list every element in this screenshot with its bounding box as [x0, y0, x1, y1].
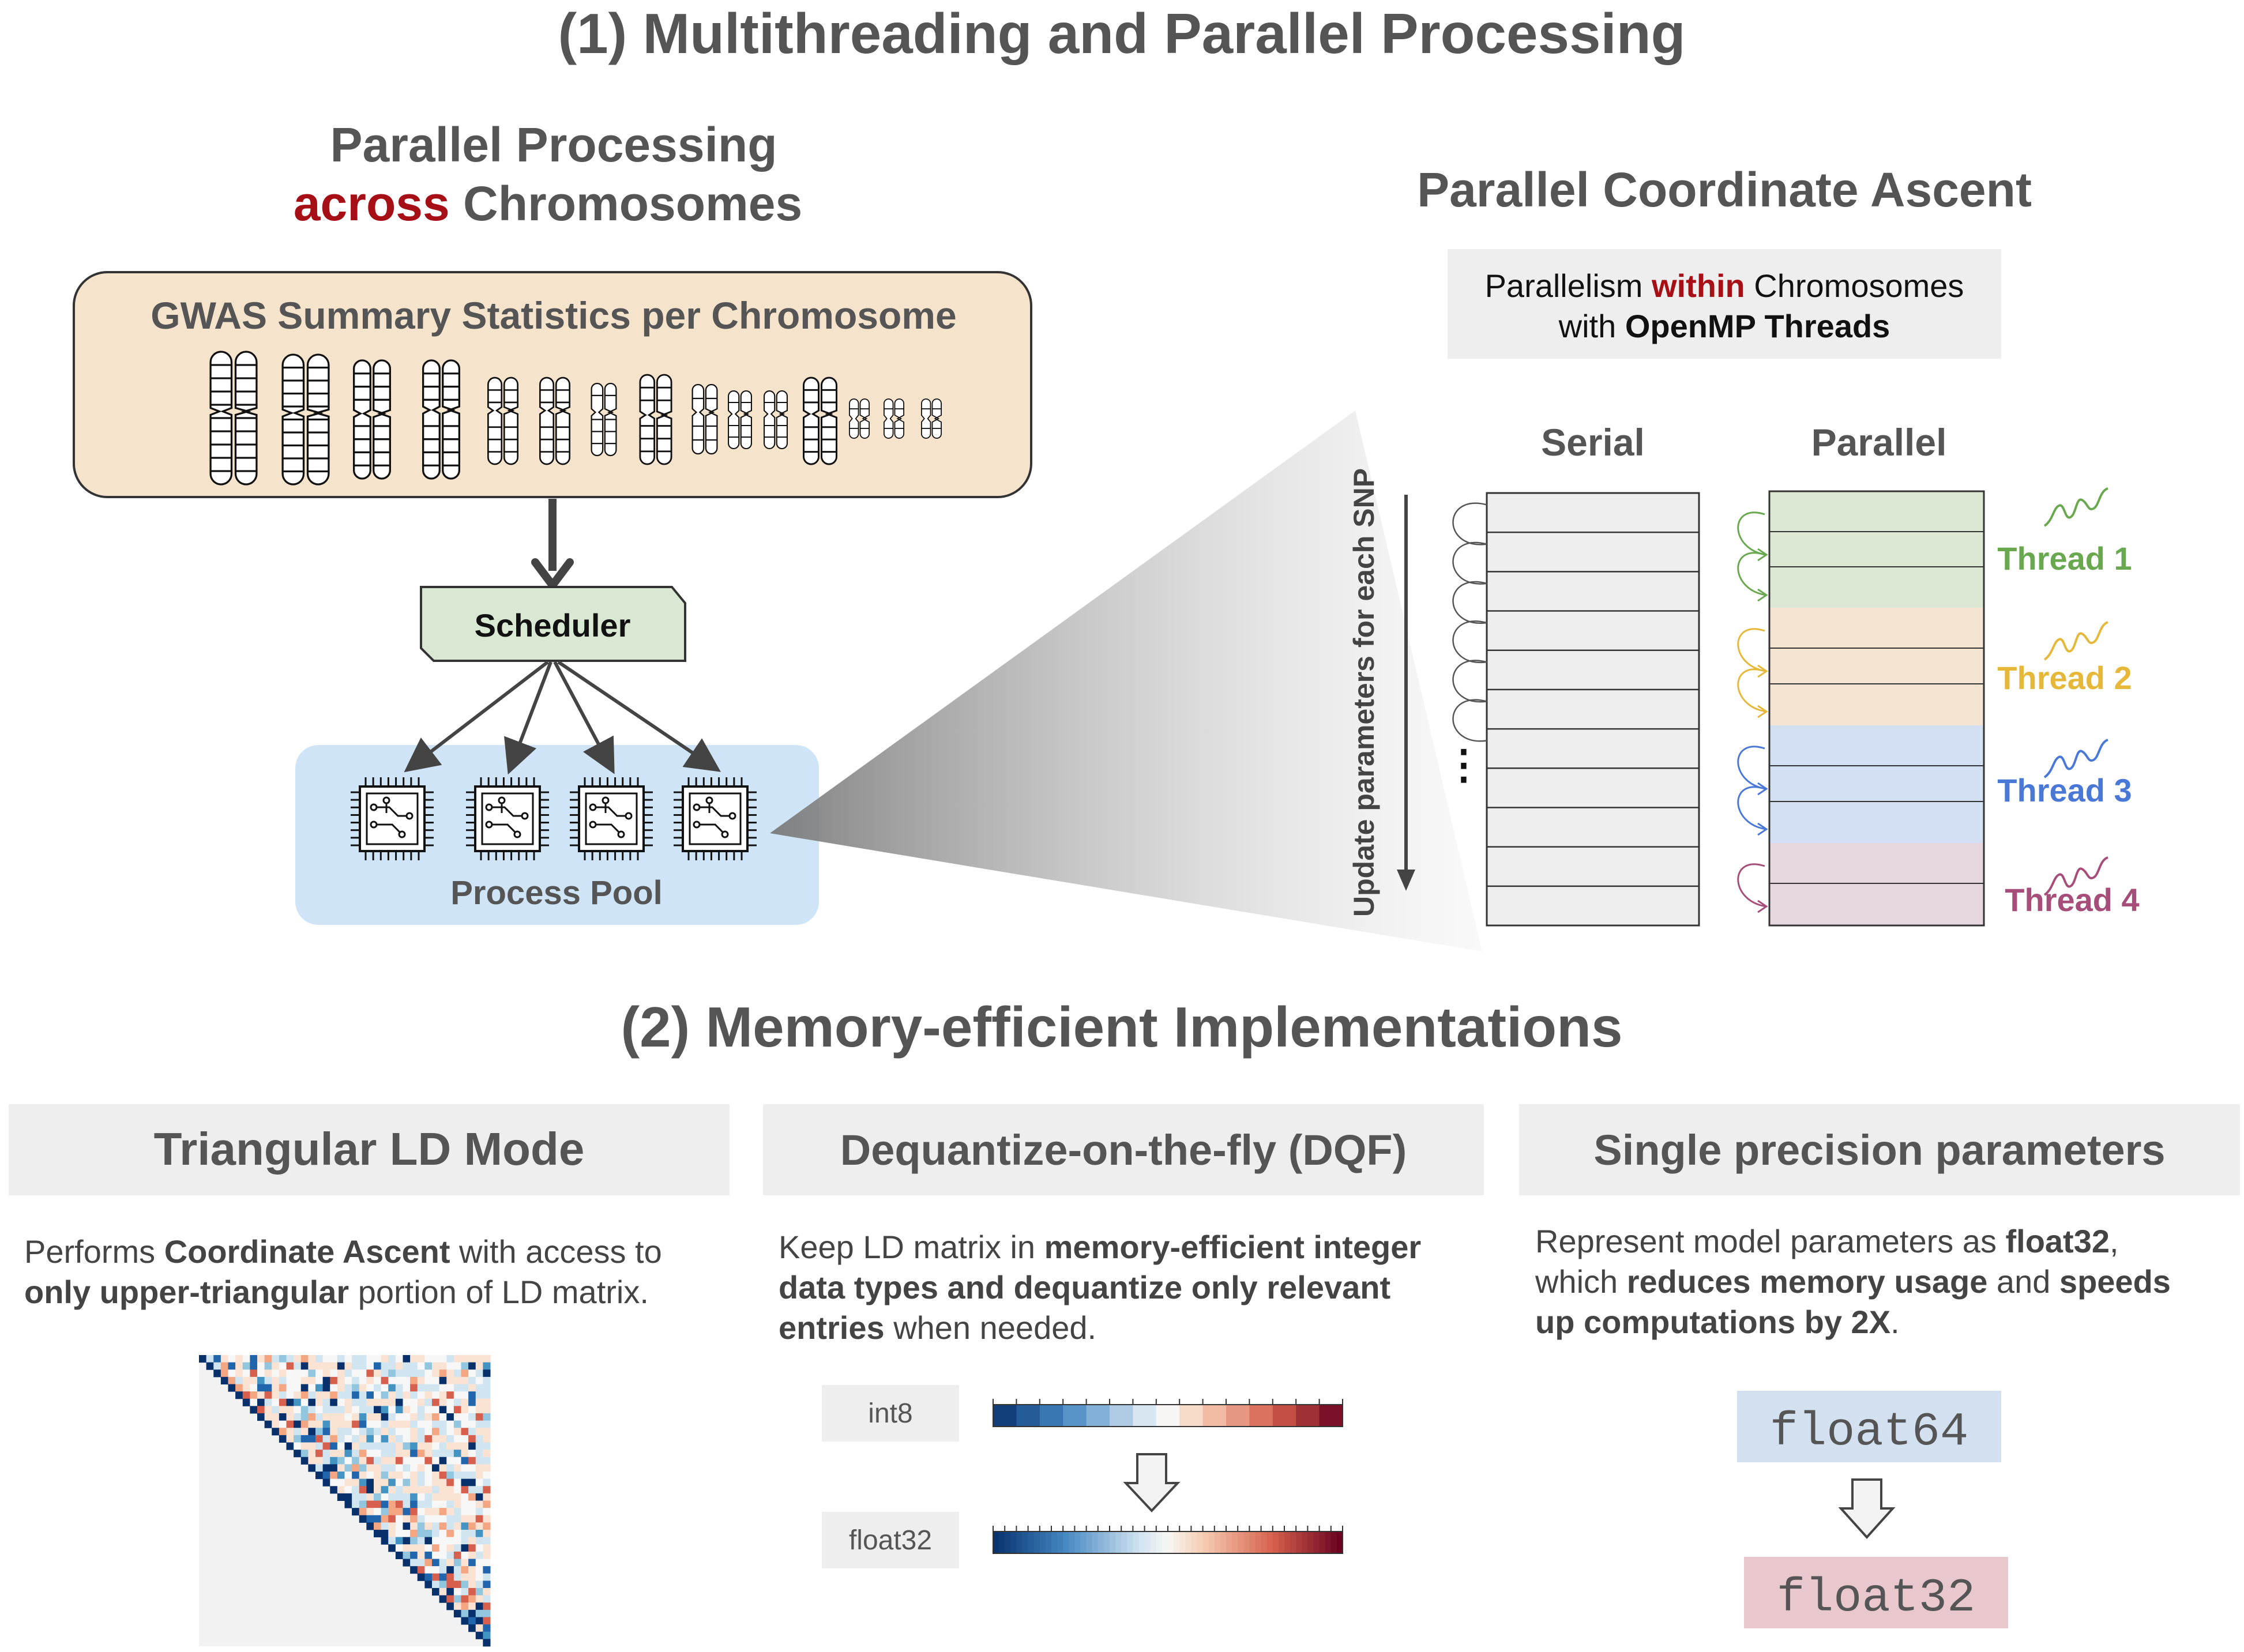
- thread-4-label: Thread 4: [2005, 882, 2139, 918]
- int8-colorbar: [993, 1399, 1343, 1427]
- chromosome-icon: [281, 353, 330, 486]
- parallel-thread-block-4: [1737, 843, 2108, 925]
- chromosome-icon: [803, 377, 837, 465]
- float32-label-box: [822, 1512, 959, 1568]
- int8-label: int8: [868, 1398, 912, 1429]
- chromosome-icon: [422, 359, 460, 480]
- chromosome-icon: [884, 398, 904, 439]
- gwas-box-title: GWAS Summary Statistics per Chromosome: [151, 294, 956, 337]
- left-panel-title-line1: Parallel Processing: [330, 118, 777, 172]
- section2-title: (2) Memory-efficient Implementations: [621, 995, 1622, 1059]
- chromosome-icon: [728, 390, 752, 450]
- float32-label: float32: [849, 1525, 932, 1556]
- col3-header: Single precision parameters: [1593, 1126, 2165, 1174]
- chromosome-icon: [209, 351, 258, 486]
- serial-label: Serial: [1541, 421, 1645, 464]
- chromosome-icon: [539, 377, 570, 465]
- left-panel-title-highlight: across: [294, 176, 450, 231]
- float32-type: float32: [1777, 1571, 1975, 1625]
- dqf-down-arrow: [1123, 1453, 1181, 1512]
- col2-desc-line1: Keep LD matrix in memory-efficient integ…: [779, 1229, 1421, 1265]
- thread-3-label: Thread 3: [1997, 772, 2132, 808]
- chromosome-icon: [849, 398, 870, 439]
- col3-header-box: [1519, 1104, 2240, 1195]
- float64-box: [1737, 1391, 2001, 1462]
- cpu-icon: [674, 777, 757, 860]
- thread-2-label: Thread 2: [1997, 660, 2132, 696]
- arrowhead-to-scheduler: [531, 558, 574, 589]
- chromosome-icon: [764, 390, 788, 450]
- chromosome-icon: [487, 377, 518, 465]
- col2-header-box: [763, 1104, 1484, 1195]
- ld-upper-triangular-heatmap: [199, 1355, 491, 1647]
- right-panel-info-line2: with OpenMP Threads: [1558, 308, 1890, 344]
- cpu-icons: [351, 777, 757, 860]
- int8-label-box: [822, 1385, 959, 1442]
- cpu-icon: [466, 777, 549, 860]
- right-panel-info-box: [1448, 249, 2001, 359]
- col3-desc-line3: up computations by 2X.: [1535, 1304, 1900, 1340]
- float64-type: float64: [1770, 1405, 1968, 1459]
- col2-header: Dequantize-on-the-fly (DQF): [840, 1126, 1407, 1174]
- serial-ellipsis: ⋮: [1444, 742, 1484, 787]
- section1-title: (1) Multithreading and Parallel Processi…: [558, 2, 1686, 65]
- vertical-axis-arrowhead: [1397, 870, 1415, 891]
- float32-colorbar: [993, 1526, 1343, 1554]
- parallel-label: Parallel: [1811, 421, 1947, 464]
- left-panel-title-rest: Chromosomes: [450, 176, 802, 231]
- col2-desc-line3: entries when needed.: [779, 1309, 1096, 1346]
- parallel-table: [1737, 487, 2108, 927]
- info-highlight: within: [1651, 268, 1745, 304]
- chromosome-icon: [591, 382, 617, 457]
- thread-1-label: Thread 1: [1997, 540, 2132, 577]
- right-panel-info-line1: Parallelism within Chromosomes: [1485, 268, 1964, 304]
- chromosome-icon: [639, 374, 672, 465]
- chromosome-icon: [353, 359, 391, 480]
- col1-header-box: [9, 1104, 730, 1195]
- precision-down-arrow: [1838, 1478, 1896, 1539]
- chromosome-icon: [921, 398, 942, 439]
- chromosome-icons: [209, 351, 942, 486]
- chromosome-icon: [691, 383, 718, 455]
- scheduler-box: [420, 586, 686, 662]
- right-panel-title: Parallel Coordinate Ascent: [1417, 163, 2032, 217]
- parallel-thread-block-2: [1737, 608, 2108, 725]
- col2-desc-line2: data types and dequantize only relevant: [779, 1269, 1390, 1305]
- col3-desc-line2: which reduces memory usage and speeds: [1535, 1263, 2171, 1300]
- col1-desc-line1: Performs Coordinate Ascent with access t…: [24, 1233, 662, 1270]
- parallel-thread-block-3: [1737, 725, 2108, 843]
- parallel-thread-block-1: [1737, 487, 2108, 608]
- col3-desc-line1: Represent model parameters as float32,: [1535, 1223, 2119, 1259]
- float32-box: [1744, 1557, 2008, 1628]
- scheduler-label: Scheduler: [475, 607, 631, 644]
- scheduler-fanout-arrows: [404, 660, 721, 775]
- col1-header: Triangular LD Mode: [154, 1123, 585, 1175]
- vertical-axis-label: Update parameters for each SNP: [1348, 468, 1380, 917]
- col1-desc-line2: only upper-triangular portion of LD matr…: [24, 1274, 649, 1310]
- left-panel-title-line2: across Chromosomes: [294, 176, 802, 231]
- process-pool-label: Process Pool: [450, 874, 662, 912]
- zoom-wedge: [770, 411, 1482, 951]
- cpu-icon: [351, 777, 434, 860]
- serial-table: [1452, 492, 1700, 927]
- cpu-icon: [570, 777, 653, 860]
